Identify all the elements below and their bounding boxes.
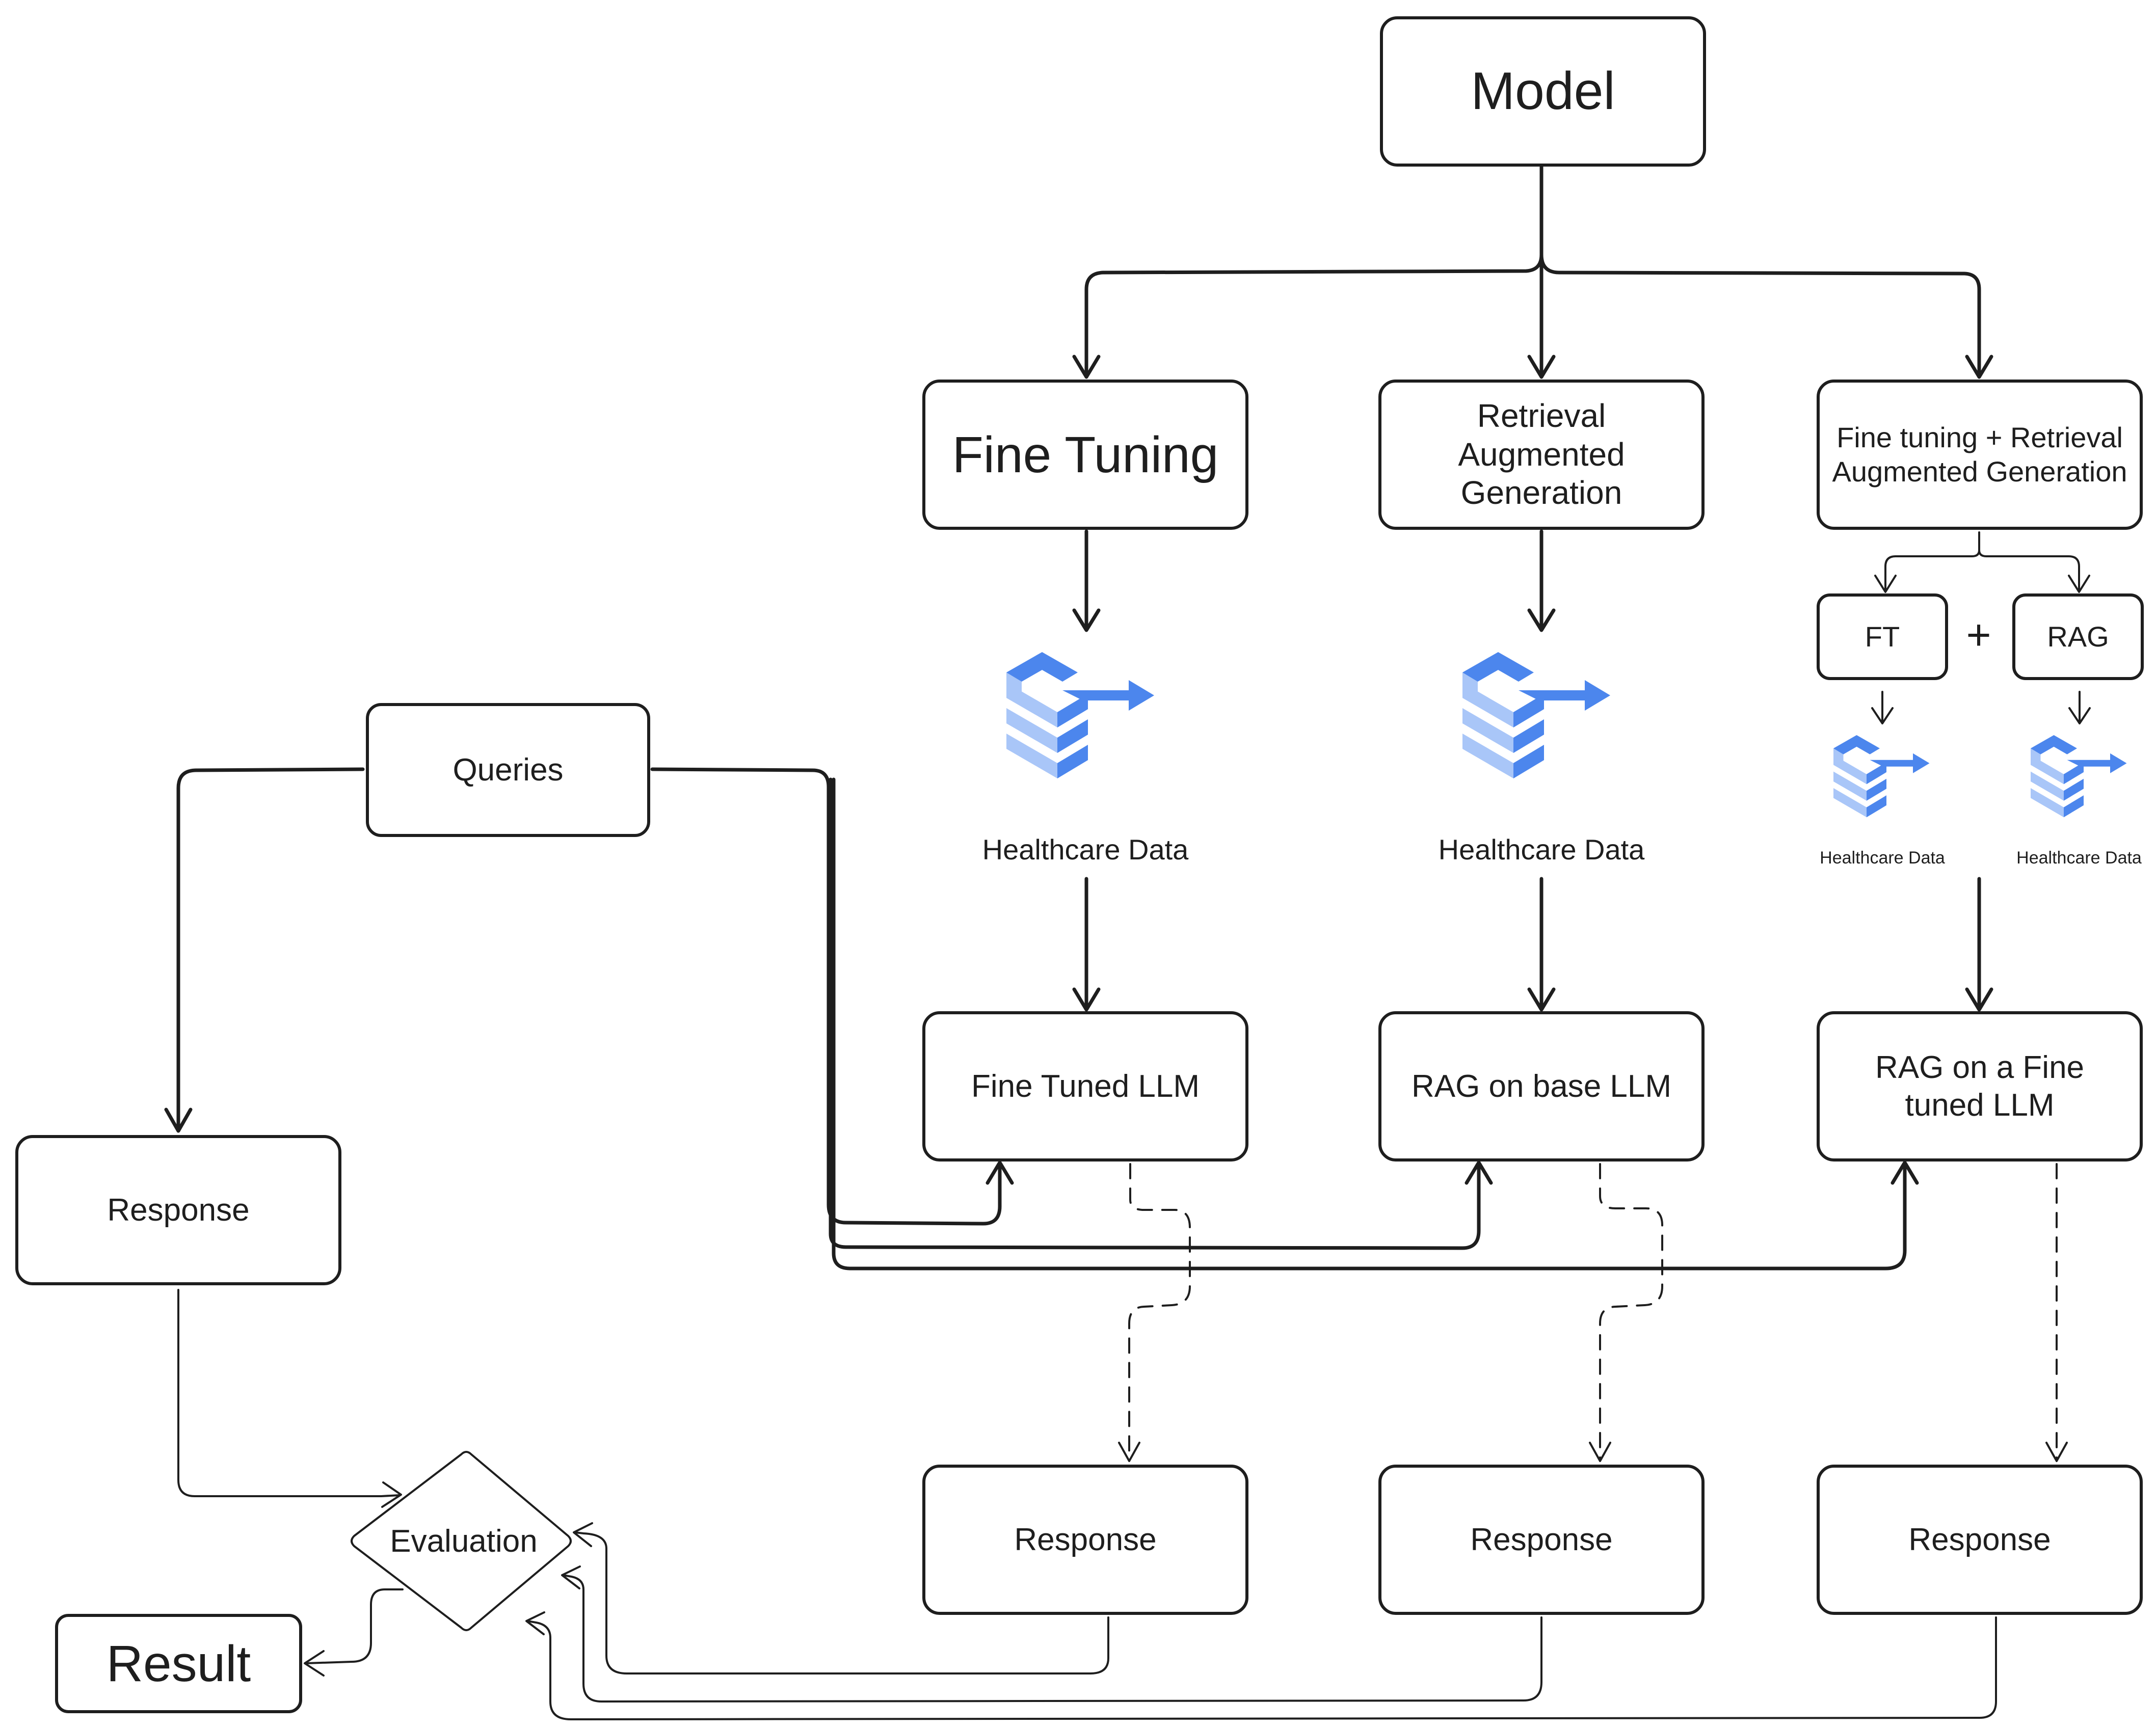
head xyxy=(573,1522,593,1547)
healthcare-data-icon-2 xyxy=(1462,652,1610,778)
head xyxy=(164,1107,193,1133)
response2-to-evaluation xyxy=(562,1574,1542,1703)
data-stack-icon xyxy=(2031,735,2127,818)
rag-fine-tuned-llm-label: RAG on a Fine tuned LLM xyxy=(1875,1050,2085,1123)
head xyxy=(2045,1442,2068,1462)
evaluation-label: Evaluation xyxy=(390,1524,538,1559)
head xyxy=(986,1160,1014,1185)
rag-small-node: RAG xyxy=(2012,593,2144,680)
rag-base-llm-label: RAG on base LLM xyxy=(1411,1068,1672,1104)
head xyxy=(1118,1442,1140,1462)
head xyxy=(1589,1442,1611,1462)
healthcare-data-label-3: Healthcare Data xyxy=(1820,848,1945,868)
head xyxy=(561,1565,581,1589)
rag-label: Retrieval Augmented Generation xyxy=(1458,397,1625,511)
rag-head xyxy=(1527,355,1556,379)
rag-small-label: RAG xyxy=(2047,620,2109,653)
queries-to-rag-ft-llm xyxy=(832,777,1907,1271)
response-1-node: Response xyxy=(922,1465,1248,1615)
queries-to-rag-base-llm xyxy=(829,777,1481,1250)
head xyxy=(1072,608,1101,632)
evaluation-to-result xyxy=(305,1588,404,1664)
ft-rag-head xyxy=(1965,355,1993,379)
ft-node: FT xyxy=(1817,593,1948,680)
evaluation-diamond xyxy=(351,1451,572,1631)
ft-rag-split xyxy=(1884,531,1980,592)
response-3-node: Response xyxy=(1817,1465,2143,1615)
result-label: Result xyxy=(106,1635,251,1692)
fine-tuned-llm-to-response-dashed xyxy=(1128,1163,1191,1461)
arrows-thin xyxy=(177,531,2091,1720)
response-to-evaluation xyxy=(177,1289,401,1497)
queries-label: Queries xyxy=(453,752,564,788)
response-3-label: Response xyxy=(1908,1522,2051,1557)
model-node: Model xyxy=(1380,16,1706,167)
response-1-label: Response xyxy=(1014,1522,1157,1557)
head xyxy=(1871,707,1894,724)
fine-tuned-llm-label: Fine Tuned LLM xyxy=(971,1068,1200,1104)
healthcare-data-label-1: Healthcare Data xyxy=(982,833,1189,866)
queries-node: Queries xyxy=(366,703,650,837)
head xyxy=(381,1481,402,1508)
head xyxy=(1874,575,1897,593)
head xyxy=(1465,1160,1493,1185)
response-2-label: Response xyxy=(1470,1522,1613,1557)
head xyxy=(1891,1160,1919,1185)
head xyxy=(1527,987,1556,1012)
head xyxy=(1527,608,1556,632)
result-node: Result xyxy=(55,1614,302,1713)
model-to-fine-tuning-arrow xyxy=(1084,165,1543,378)
response1-to-evaluation xyxy=(574,1531,1109,1674)
rag-base-llm-node: RAG on base LLM xyxy=(1378,1011,1705,1161)
model-label: Model xyxy=(1471,62,1615,121)
head xyxy=(1072,987,1101,1012)
fine-tuning-label: Fine Tuning xyxy=(952,426,1219,483)
ft-rag-label: Fine tuning + Retrieval Augmented Genera… xyxy=(1832,421,2127,488)
data-stack-icon xyxy=(1833,735,1930,818)
healthcare-data-label-4: Healthcare Data xyxy=(2016,848,2142,868)
fine-tuning-head xyxy=(1072,355,1101,379)
ft-rag-node: Fine tuning + Retrieval Augmented Genera… xyxy=(1817,380,2143,530)
ft-rag-split-right xyxy=(1978,549,2080,592)
head xyxy=(525,1611,545,1635)
ft-label: FT xyxy=(1865,620,1900,653)
arrows-thick xyxy=(164,165,1993,1271)
response3-to-evaluation xyxy=(526,1616,1997,1720)
response-2-node: Response xyxy=(1378,1465,1705,1615)
fine-tuning-node: Fine Tuning xyxy=(922,380,1248,530)
response-left-node: Response xyxy=(15,1135,341,1285)
healthcare-data-icon-4 xyxy=(2031,735,2127,818)
data-stack-icon xyxy=(1462,652,1610,778)
head xyxy=(1965,987,1993,1012)
rag-node: Retrieval Augmented Generation xyxy=(1378,380,1705,530)
head xyxy=(2068,707,2091,724)
rag-fine-tuned-llm-node: RAG on a Fine tuned LLM xyxy=(1817,1011,2143,1161)
data-stack-icon xyxy=(1006,652,1154,778)
head xyxy=(2068,575,2090,593)
model-to-ft-rag-arrow xyxy=(1539,253,1981,378)
head xyxy=(304,1650,325,1677)
arrows-dashed xyxy=(1128,1163,2058,1461)
rag-base-to-response-dashed xyxy=(1599,1163,1663,1461)
response-left-label: Response xyxy=(107,1192,250,1228)
fine-tuned-llm-node: Fine Tuned LLM xyxy=(922,1011,1248,1161)
healthcare-data-icon-3 xyxy=(1833,735,1930,818)
queries-to-response-arrow xyxy=(176,767,365,1132)
healthcare-data-label-2: Healthcare Data xyxy=(1438,833,1645,866)
healthcare-data-icon-1 xyxy=(1006,652,1154,778)
plus-sign: + xyxy=(1966,611,1991,659)
